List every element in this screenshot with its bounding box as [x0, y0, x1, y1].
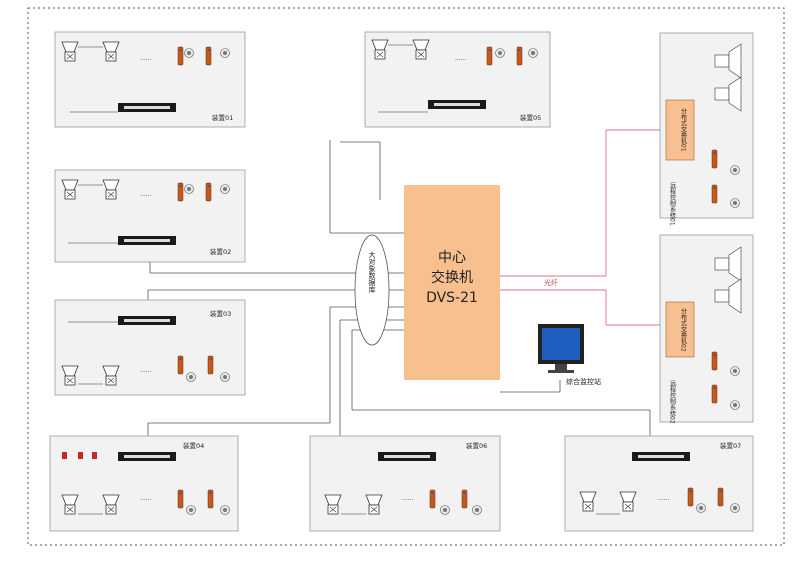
device-panel-04: 装置04 ......: [49, 435, 239, 532]
svg-text:......: ......: [402, 495, 414, 502]
device-panel-03: 装置03 ......: [54, 299, 246, 396]
device-label-02: 装置02: [210, 247, 231, 256]
device-panel-06: 装置06 ......: [309, 435, 501, 532]
device-panel-07: 装置07 ......: [564, 435, 754, 532]
workstation-label: 综合监控站: [566, 377, 601, 386]
device-label-06: 装置06: [466, 441, 487, 450]
monitor-icon: [538, 324, 584, 373]
svg-text:......: ......: [140, 495, 152, 502]
remote-side-02-label: 远程控制系统02: [669, 379, 676, 424]
device-label-03: 装置03: [210, 309, 231, 318]
remote-switch-02-label: 分布式交换机02: [680, 307, 687, 352]
database-ring-label: 大对象数据库: [368, 250, 376, 294]
svg-text:......: ......: [140, 367, 152, 374]
svg-text:......: ......: [455, 55, 467, 62]
device-label-05: 装置05: [520, 113, 541, 122]
fiber-lines: [500, 129, 666, 326]
outer-border: [27, 7, 785, 546]
remote-side-01-label: 远程控制系统01: [669, 181, 676, 226]
device-panel-02: ...... 装置02: [54, 169, 246, 263]
device-label-04: 装置04: [183, 441, 204, 450]
center-title-1: 中心: [438, 250, 466, 266]
center-model: DVS-21: [426, 290, 478, 306]
remote-panel-01: 分布式交换机01 远程控制系统01: [659, 32, 754, 226]
center-title-2: 交换机: [431, 269, 473, 286]
svg-text:......: ......: [658, 495, 670, 502]
device-label-07: 装置07: [720, 441, 741, 450]
device-panel-01: ...... 装置01: [54, 31, 246, 128]
center-switch: [404, 185, 500, 380]
svg-text:......: ......: [140, 55, 152, 62]
database-ring: [354, 234, 390, 346]
remote-panel-02: 分布式交换机02 远程控制系统02: [659, 234, 754, 424]
svg-text:......: ......: [140, 191, 152, 198]
remote-switch-01-label: 分布式交换机01: [680, 107, 687, 152]
fiber-label: 光纤: [544, 278, 558, 287]
device-panel-05: ...... 装置05: [364, 31, 551, 128]
device-label-01: 装置01: [212, 113, 233, 122]
